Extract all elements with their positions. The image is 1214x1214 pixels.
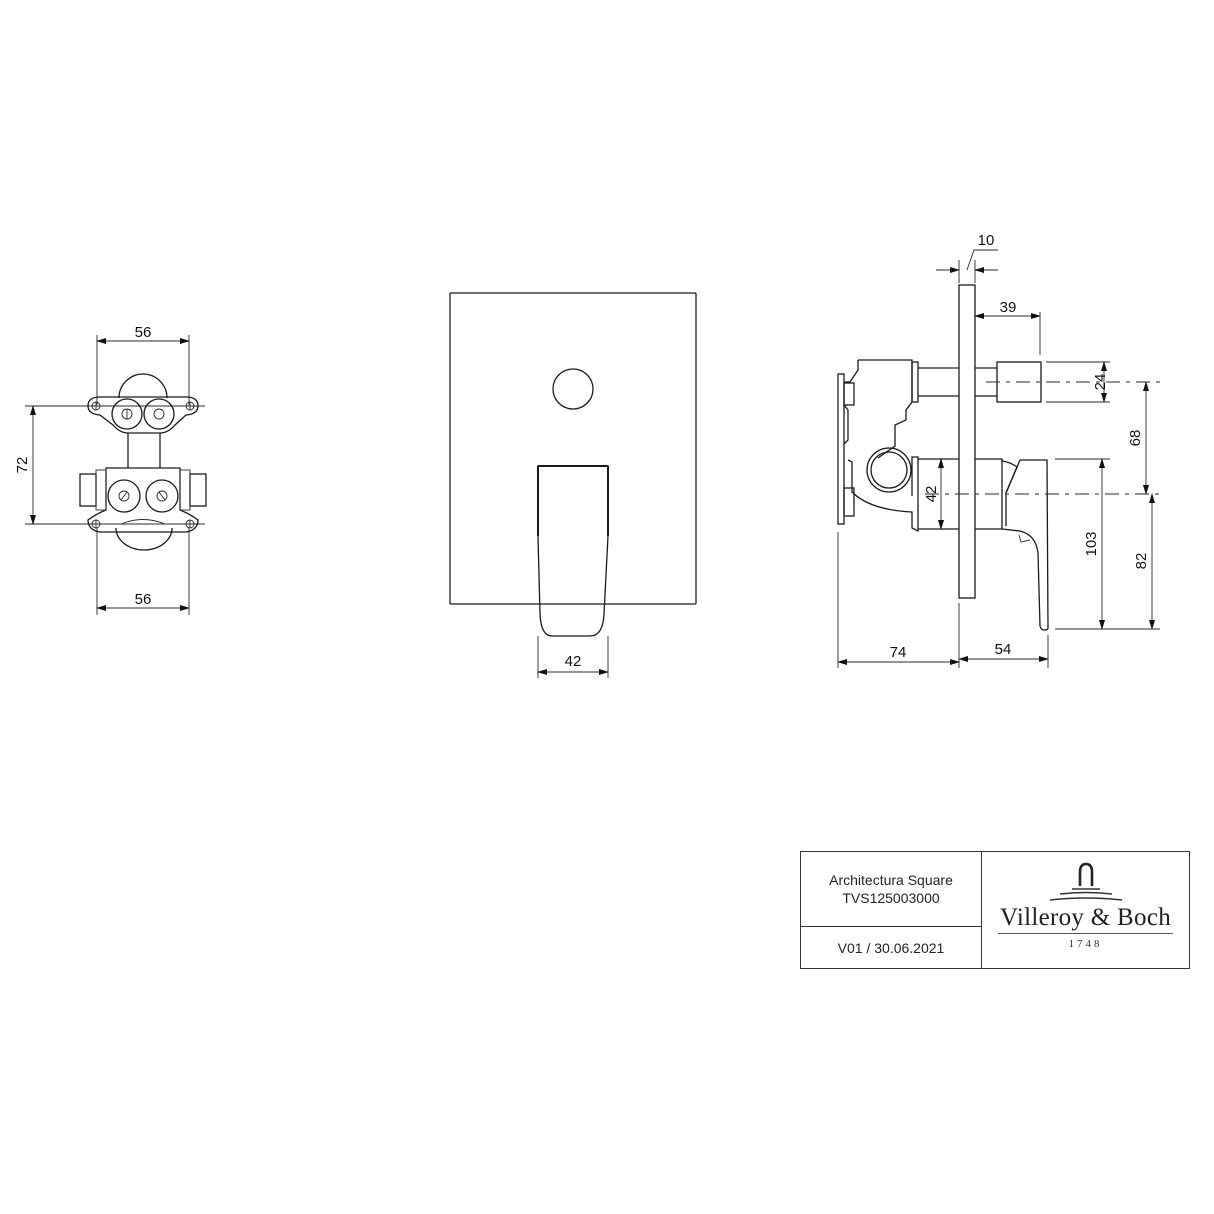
brand-cell: Villeroy & Boch 1748 — [982, 852, 1189, 968]
version-date: V01 / 30.06.2021 — [837, 939, 945, 956]
article-number: TVS125003000 — [842, 890, 940, 906]
dim-lever-width: 42 — [565, 653, 582, 670]
dim-diverter-projection: 39 — [1000, 299, 1017, 316]
dim-top-width: 56 — [135, 324, 152, 341]
brand-name: Villeroy & Boch — [997, 904, 1174, 934]
version-cell: V01 / 30.06.2021 — [801, 927, 981, 968]
dim-axis-spacing: 68 — [1127, 430, 1144, 447]
side-view: 10 39 24 42 — [837, 232, 1160, 668]
dim-bottom-width: 56 — [135, 591, 152, 608]
dim-lever-projection: 54 — [995, 641, 1012, 658]
dim-lever-height: 103 — [1083, 531, 1100, 556]
title-block-info: Architectura Square TVS125003000 V01 / 3… — [801, 852, 982, 968]
front-cover-view: 42 — [449, 292, 697, 678]
product-name: Architectura Square — [829, 872, 953, 888]
dim-plate-thickness: 10 — [978, 232, 995, 249]
dim-diverter-diameter: 24 — [1092, 374, 1109, 391]
product-cell: Architectura Square TVS125003000 — [801, 852, 981, 927]
title-block: Architectura Square TVS125003000 V01 / 3… — [800, 851, 1190, 969]
rough-in-body-view: 56 56 72 — [14, 324, 207, 615]
dim-body-depth: 74 — [890, 644, 907, 661]
dim-height: 72 — [14, 457, 31, 474]
dim-axis-to-lever-bottom: 82 — [1133, 553, 1150, 570]
brand-year: 1748 — [1068, 938, 1103, 950]
fountain-arch-icon — [1049, 862, 1122, 901]
